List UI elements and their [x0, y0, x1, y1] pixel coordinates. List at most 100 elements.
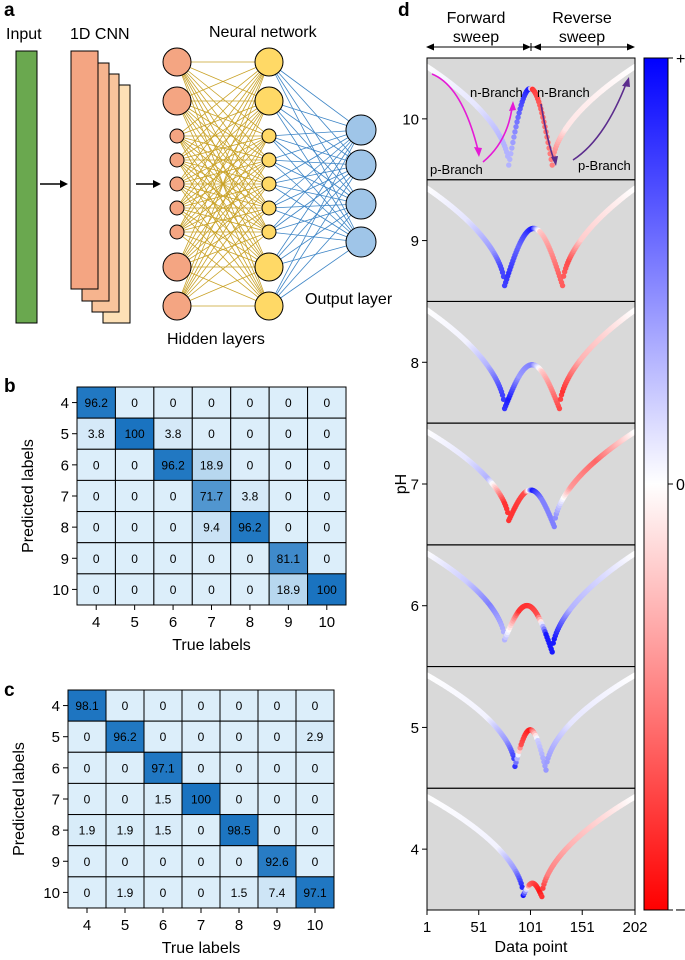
matrix-cell-value: 1.5 — [155, 824, 172, 838]
forward-sweep-line1: Forward — [447, 10, 506, 27]
output-node — [345, 226, 377, 258]
matrix-cell — [181, 782, 221, 816]
matrix-cell-value: 0 — [170, 521, 177, 535]
y-tick-label: 4 — [52, 698, 60, 715]
data-point — [560, 273, 567, 279]
x-tick-label: 1 — [423, 919, 431, 936]
data-point — [543, 767, 549, 773]
matrix-cell-value: 71.7 — [200, 489, 224, 503]
y-tick-label: 4 — [61, 395, 69, 412]
matrix-cell-value: 0 — [247, 458, 254, 472]
output-edge — [268, 159, 362, 205]
matrix-cell — [219, 689, 259, 722]
matrix-cell-value: 0 — [236, 699, 243, 713]
x-tick-label: 4 — [92, 614, 100, 631]
output-edge — [268, 159, 362, 243]
matrix-cell — [143, 720, 183, 753]
matrix-cell-value: 0 — [247, 583, 254, 597]
matrix-cell-value: 0 — [84, 761, 91, 775]
input-node — [169, 128, 185, 144]
hidden-edge — [176, 135, 270, 307]
matrix-cell-value: 0 — [285, 458, 292, 472]
matrix-cell — [67, 876, 107, 909]
matrix-cell-value: 0 — [122, 761, 129, 775]
matrix-cell-value: 0 — [236, 761, 243, 775]
data-point — [505, 509, 511, 516]
matrix-cell-value: 1.9 — [117, 886, 134, 900]
matrix-cell-value: 0 — [312, 699, 319, 713]
matrix-cell-value: 96.2 — [85, 396, 109, 410]
output-node — [345, 149, 377, 181]
matrix-cell — [105, 751, 145, 784]
output-edge — [268, 61, 362, 131]
hidden-edge — [176, 183, 270, 307]
matrix-cell-value: 9.4 — [203, 521, 220, 535]
y-tick-label: 10 — [43, 885, 60, 902]
matrix-cell — [219, 782, 259, 816]
input-node — [169, 224, 185, 240]
matrix-cell-value: 0 — [198, 855, 205, 869]
matrix-cell — [105, 720, 145, 753]
matrix-cell-value: 0 — [84, 886, 91, 900]
matrix-cell-value: 0 — [131, 396, 138, 410]
x-tick-label: 5 — [130, 614, 138, 631]
hidden-node — [254, 252, 284, 282]
matrix-cell-value: 0 — [84, 730, 91, 744]
x-tick-label: 151 — [570, 919, 595, 936]
matrix-cell-value: 100 — [191, 792, 211, 806]
matrix-cell-value: 0 — [122, 699, 129, 713]
matrix-cell-value: 0 — [323, 458, 330, 472]
matrix-cell-value: 3.8 — [165, 427, 182, 441]
hidden-node — [261, 224, 277, 240]
x-tick-label: 8 — [235, 917, 243, 934]
matrix-cell-value: 2.9 — [307, 730, 324, 744]
matrix-cell-value: 0 — [198, 699, 205, 713]
input-node — [162, 47, 192, 77]
data-point — [500, 396, 507, 403]
data-point — [550, 640, 556, 646]
matrix-cell-value: 0 — [285, 489, 292, 503]
matrix-cell — [153, 573, 193, 606]
x-axis-label: Data point — [495, 939, 568, 956]
data-point — [515, 114, 521, 121]
matrix-cell-value: 100 — [317, 583, 337, 597]
matrix-cell — [257, 720, 297, 753]
output-edge — [268, 129, 362, 185]
matrix-cell-value: 0 — [93, 458, 100, 472]
matrix-cell — [230, 573, 270, 606]
input-node — [162, 291, 192, 321]
panel-c-label: c — [4, 680, 15, 701]
output-edge — [268, 164, 362, 209]
matrix-cell — [105, 814, 145, 847]
output-edge — [268, 100, 362, 131]
matrix-cell-value: 0 — [323, 427, 330, 441]
output-edge — [268, 183, 362, 243]
reverse-sweep-line1: Reverse — [552, 10, 612, 27]
matrix-cell — [257, 876, 297, 909]
matrix-cell-value: 0 — [198, 824, 205, 838]
matrix-cell-value: 0 — [236, 730, 243, 744]
neural-network-label: Neural network — [209, 24, 317, 41]
matrix-cell-value: 0 — [131, 489, 138, 503]
y-tick-label: 9 — [52, 854, 60, 871]
x-tick-label: 5 — [121, 917, 129, 934]
hidden-node — [261, 152, 277, 168]
matrix-cell-value: 7.4 — [269, 886, 286, 900]
input-signal-bar — [15, 50, 38, 324]
matrix-cell — [191, 573, 232, 606]
input-node — [169, 152, 185, 168]
matrix-cell-value: 96.2 — [161, 458, 185, 472]
matrix-cell-value: 0 — [208, 396, 215, 410]
data-point — [509, 145, 515, 151]
matrix-cell-value: 0 — [131, 458, 138, 472]
hidden-edge — [176, 135, 270, 209]
forward-sweep-line2: sweep — [453, 29, 499, 46]
data-point — [499, 392, 506, 398]
hidden-edge — [176, 61, 270, 137]
matrix-cell — [67, 689, 107, 722]
matrix-cell-value: 0 — [93, 521, 100, 535]
matrix-cell-value: 0 — [274, 792, 281, 806]
matrix-cell-value: 1.5 — [231, 886, 248, 900]
